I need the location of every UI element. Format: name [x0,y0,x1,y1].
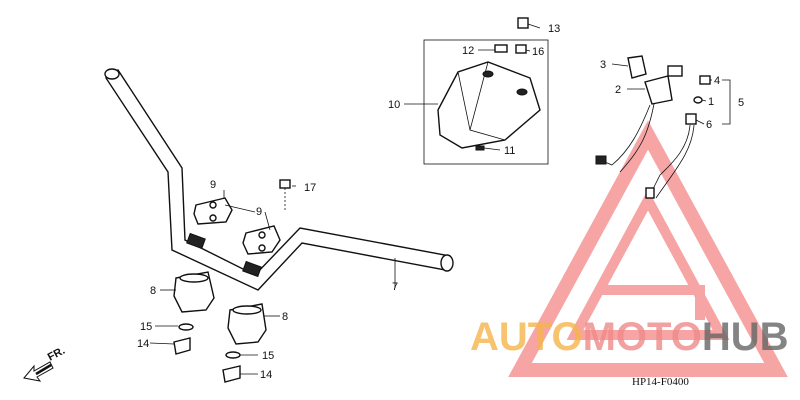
callout-17: 17 [304,182,316,194]
washer-15-left [178,323,194,331]
callout-9-top: 9 [210,179,216,191]
callout-labels: 7 9 9 17 8 8 15 14 15 14 10 11 12 13 16 … [137,23,744,381]
callout-1: 1 [708,96,714,108]
screw-11 [475,145,485,151]
callout-12: 12 [462,45,474,57]
callout-14-right: 14 [260,369,272,381]
callout-10: 10 [388,99,400,111]
watermark-g-stroke [600,285,705,320]
bolt-13 [517,17,529,29]
diagram-code: HP14-F0400 [632,376,689,388]
watermark-text: AUTOMOTOHUB [470,315,789,359]
upper-holder-right [242,225,281,255]
callout-11: 11 [504,145,515,157]
watermark-logo [508,120,788,377]
lower-holder-left [173,271,215,313]
callout-3: 3 [600,59,606,71]
callout-8-left: 8 [150,285,156,297]
handlebar [104,68,454,291]
meter-cover-box [423,39,549,165]
callout-5: 5 [738,97,744,109]
leader-lines [149,23,731,375]
callout-13: 13 [548,23,560,35]
callout-2: 2 [615,84,621,96]
callout-4: 4 [714,75,720,87]
front-arrow-label: FR. [46,345,67,364]
watermark-auto: AUTO [470,315,583,359]
callout-14-left: 14 [137,338,149,350]
bolt-17 [279,179,291,210]
svg-text:AUTOMOTOHUB: AUTOMOTOHUB [470,315,789,359]
watermark-triangle-outer [508,120,788,377]
watermark-moto: MOTO [583,315,702,359]
callout-7: 7 [392,281,398,293]
front-arrow: FR. [23,345,67,382]
upper-holder-left [193,197,233,225]
callout-16: 16 [532,46,544,58]
callout-15-left: 15 [140,321,152,333]
switch-assembly [595,55,711,199]
nut-14-left [173,337,191,355]
callout-9-mid: 9 [256,206,262,218]
washer-15-right [225,351,241,359]
callout-8-right: 8 [282,311,288,323]
lower-holder-right [227,303,267,345]
callout-15-right: 15 [262,350,274,362]
watermark-triangle-inner [566,189,730,340]
callout-6: 6 [706,119,712,131]
nut-14-right [222,365,241,383]
watermark-hub: HUB [702,315,789,359]
